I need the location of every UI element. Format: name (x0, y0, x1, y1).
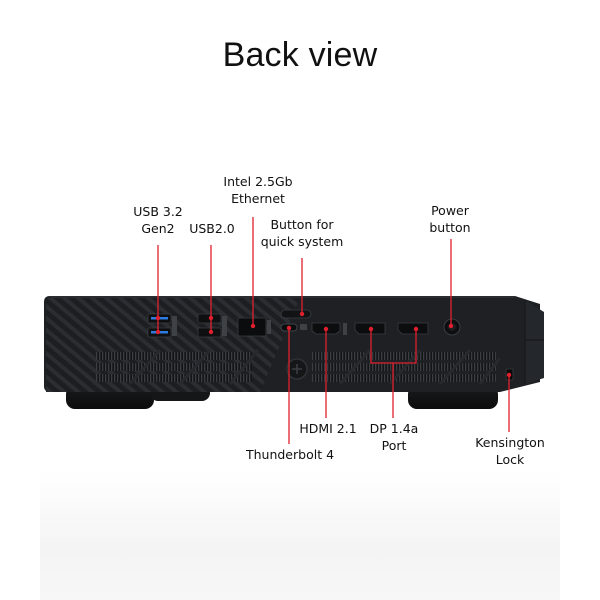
floor-reflection (40, 470, 560, 600)
label-dp-line2: Port (381, 438, 407, 453)
label-power-line2: button (429, 220, 471, 235)
label-usb32-line2: Gen2 (141, 221, 175, 236)
callout-lines (157, 217, 510, 444)
label-ethernet: Intel 2.5Gb Ethernet (213, 173, 303, 207)
label-power-line1: Power (431, 203, 469, 218)
label-dp-line1: DP 1.4a (369, 421, 419, 436)
label-dp: DP 1.4a Port (362, 420, 426, 454)
callout-dots (155, 311, 512, 378)
label-hdmi-line1: HDMI 2.1 (299, 421, 357, 436)
label-thunderbolt: Thunderbolt 4 (238, 446, 342, 463)
label-hdmi: HDMI 2.1 (296, 420, 360, 437)
label-kensington: Kensington Lock (468, 434, 552, 468)
vent-grilles (96, 349, 502, 385)
label-ethernet-line2: Ethernet (231, 191, 285, 206)
label-quick-button: Button for quick system (256, 216, 348, 250)
label-quick-button-line2: quick system (260, 234, 344, 249)
quick-system-button (280, 309, 312, 319)
page-title: Back view (222, 36, 378, 74)
label-ethernet-line1: Intel 2.5Gb (223, 174, 293, 189)
label-usb32: USB 3.2 Gen2 (126, 203, 190, 237)
label-kensington-line1: Kensington (475, 435, 545, 450)
label-kensington-line2: Lock (495, 452, 525, 467)
label-usb20: USB2.0 (182, 220, 242, 237)
label-thunderbolt-line1: Thunderbolt 4 (245, 447, 335, 462)
label-power: Power button (418, 202, 482, 236)
label-quick-button-line1: Button for (270, 217, 334, 232)
label-usb32-line1: USB 3.2 (133, 204, 183, 219)
thunderbolt-port (280, 323, 307, 332)
label-usb20-line1: USB2.0 (189, 221, 235, 236)
